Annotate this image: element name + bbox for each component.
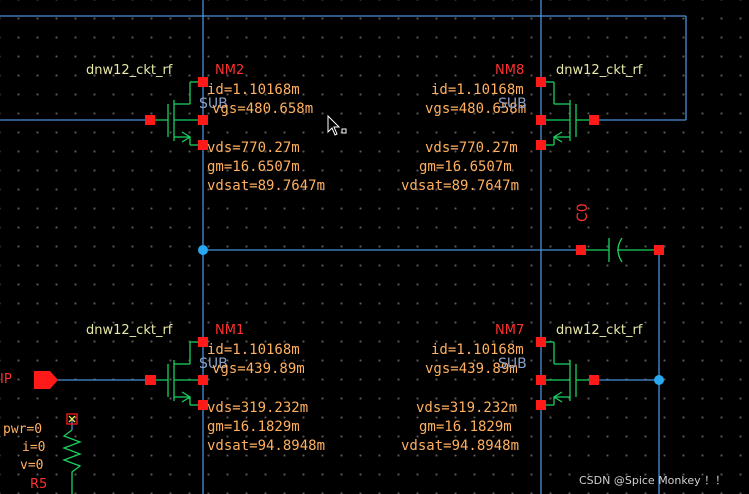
capacitor-c0-symbol [581,237,659,263]
nm8-sub-label: SUB [498,96,527,112]
nm1-model-label: dnw12_ckt_rf [86,323,173,338]
nm1-sub-label: SUB [199,356,228,372]
mouse-cursor-icon [327,114,347,136]
nm7-symbol [541,341,594,406]
junction-dot [654,375,664,385]
resistor-i: i=0 [22,440,46,455]
ip-port-label: IP [0,372,12,387]
capacitor-c0-label: C0 [575,203,591,222]
nm7-gm: gm=16.1829m [419,419,512,435]
nm1-vdsat: vdsat=94.8948m [207,438,326,454]
resistor-r5-symbol [62,429,82,494]
resistor-v: v=0 [20,458,44,473]
nm8-id: id=1.10168m [431,82,524,98]
resistor-pin-box [66,413,78,425]
nm1-instance-label: NM1 [215,323,245,338]
nm8-vds: vds=770.27m [425,140,518,156]
nm7-sub-label: SUB [498,356,527,372]
nm8-gm: gm=16.6507m [419,159,512,175]
nm7-id: id=1.10168m [431,342,524,358]
nm1-id: id=1.10168m [207,342,300,358]
nm8-symbol [541,81,594,146]
nm1-vgs: vgs=439.89m [212,361,305,377]
nm2-vdsat: vdsat=89.7647m [207,178,326,194]
nm2-gm: gm=16.6507m [207,159,300,175]
nm7-vdsat: vdsat=94.8948m [401,438,520,454]
nm2-sub-label: SUB [199,96,228,112]
nm1-symbol [150,341,203,406]
nm7-vds: vds=319.232m [416,400,518,416]
nm1-gm: gm=16.1829m [207,419,300,435]
nm8-vdsat: vdsat=89.7647m [401,178,520,194]
pin-squares [145,77,664,410]
nm2-vgs: vgs=480.658m [212,101,314,117]
nm2-model-label: dnw12_ckt_rf [86,63,173,78]
nm7-vgs: vgs=439.89m [425,361,518,377]
nm2-instance-label: NM2 [215,63,245,78]
resistor-r5-label: R5 [30,477,48,492]
nm1-vds: vds=319.232m [207,400,309,416]
nm8-model-label: dnw12_ckt_rf [556,63,643,78]
nm8-instance-label: NM8 [495,63,525,78]
watermark-text: CSDN @Spice Monkey ！！ [579,474,727,487]
ip-port-arrow [34,371,58,389]
nm2-symbol [150,81,203,146]
nm2-vds: vds=770.27m [207,140,300,156]
nm7-instance-label: NM7 [495,323,525,338]
nm8-vgs: vgs=480.658m [425,101,527,117]
nm7-model-label: dnw12_ckt_rf [556,323,643,338]
junction-dot [198,245,208,255]
nm2-id: id=1.10168m [207,82,300,98]
resistor-pwr: pwr=0 [3,422,43,437]
